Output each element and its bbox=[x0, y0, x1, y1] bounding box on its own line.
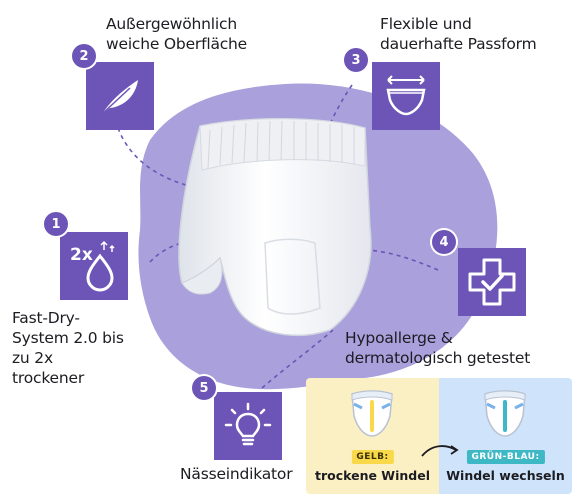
feature-5-number: 5 bbox=[192, 376, 216, 400]
arrow-right-icon bbox=[421, 445, 459, 457]
flexible-waistband-icon bbox=[386, 75, 426, 116]
connector-5 bbox=[261, 329, 334, 389]
feature-4-number: 4 bbox=[432, 230, 456, 254]
feature-3-number: 3 bbox=[344, 48, 368, 72]
feature-1-tile: 2x bbox=[60, 232, 128, 300]
feature-2-tile bbox=[86, 62, 154, 130]
diaper-pants-image bbox=[178, 117, 372, 337]
feather-icon bbox=[101, 80, 138, 115]
fast-dry-droplet-icon: 2x bbox=[70, 240, 115, 292]
lightbulb-icon bbox=[224, 402, 272, 446]
dry-label: trockene Windel bbox=[314, 468, 430, 483]
feature-4-tile bbox=[458, 248, 526, 316]
feature-1-number: 1 bbox=[44, 212, 68, 236]
fast-dry-badge-text: 2x bbox=[70, 245, 93, 265]
connector-2 bbox=[117, 127, 199, 189]
legend-wet: GRÜN-BLAU: Windel wechseln bbox=[439, 378, 572, 494]
feature-1-label: Fast-Dry- System 2.0 bis zu 2x trockener bbox=[12, 309, 124, 387]
wet-diaper-icon bbox=[484, 390, 526, 437]
feature-5-tile bbox=[214, 392, 282, 460]
connector-1 bbox=[149, 239, 239, 263]
wet-badge: GRÜN-BLAU: bbox=[466, 450, 545, 464]
feature-2-number: 2 bbox=[72, 44, 96, 68]
feature-3-label: Flexible und dauerhafte Passform bbox=[380, 15, 537, 53]
medical-cross-check-icon bbox=[468, 258, 516, 306]
wet-label: Windel wechseln bbox=[446, 468, 565, 483]
feature-5-label: Nässeindikator bbox=[180, 465, 293, 483]
legend-dry: GELB: trockene Windel bbox=[306, 378, 439, 494]
dry-diaper-icon bbox=[351, 390, 393, 437]
wetness-indicator-legend: GELB: trockene Windel GRÜN-BLAU: Windel … bbox=[306, 378, 572, 494]
feature-4-label: Hypoallerge & dermatologisch getestet bbox=[345, 329, 531, 367]
feature-2-label: Außergewöhnlich weiche Oberfläche bbox=[106, 15, 248, 53]
dry-badge: GELB: bbox=[351, 450, 394, 464]
feature-3-tile bbox=[372, 62, 440, 130]
